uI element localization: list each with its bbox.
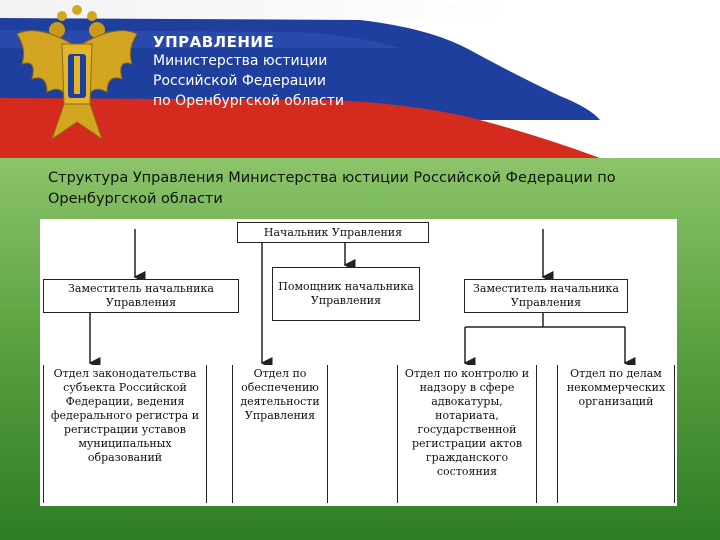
- box-dept-nonprofit: Отдел по делам некоммерческих организаци…: [557, 365, 675, 503]
- box-dept-legislation: Отдел законодательства субъекта Российск…: [43, 365, 207, 503]
- org-chart: Начальник Управления Заместитель начальн…: [40, 219, 677, 506]
- box-dept-support-label: Отдел по обеспечению деятельности Управл…: [240, 367, 320, 422]
- header-line-ministry: Министерства юстиции: [153, 53, 328, 69]
- box-dept-control: Отдел по контролю и надзору в сфере адво…: [397, 365, 537, 503]
- slide-title: Структура Управления Министерства юстици…: [48, 170, 616, 207]
- header-title: УПРАВЛЕНИЕ: [153, 33, 275, 51]
- box-deputy-left-label: Заместитель начальника Управления: [68, 282, 214, 309]
- box-deputy-right-label: Заместитель начальника Управления: [473, 282, 619, 309]
- russian-flag-background: [0, 0, 720, 158]
- box-head: Начальник Управления: [237, 222, 429, 243]
- box-head-label: Начальник Управления: [263, 225, 403, 239]
- box-deputy-left: Заместитель начальника Управления: [43, 279, 239, 313]
- header-banner: УПРАВЛЕНИЕ Министерства юстиции Российск…: [0, 0, 720, 158]
- box-dept-nonprofit-label: Отдел по делам некоммерческих организаци…: [566, 367, 666, 408]
- box-assistant: Помощник начальника Управления: [272, 267, 420, 321]
- box-dept-legislation-label: Отдел законодательства субъекта Российск…: [50, 367, 200, 464]
- org-chart-connectors: [88, 229, 636, 369]
- header-line-region: по Оренбургской области: [153, 93, 344, 109]
- header-line-federation: Российской Федерации: [153, 73, 327, 89]
- box-dept-control-label: Отдел по контролю и надзору в сфере адво…: [404, 367, 530, 478]
- box-deputy-right: Заместитель начальника Управления: [464, 279, 628, 313]
- box-assistant-label: Помощник начальника Управления: [278, 280, 414, 307]
- double-headed-eagle-emblem-icon: [16, 5, 138, 141]
- box-dept-support: Отдел по обеспечению деятельности Управл…: [232, 365, 328, 503]
